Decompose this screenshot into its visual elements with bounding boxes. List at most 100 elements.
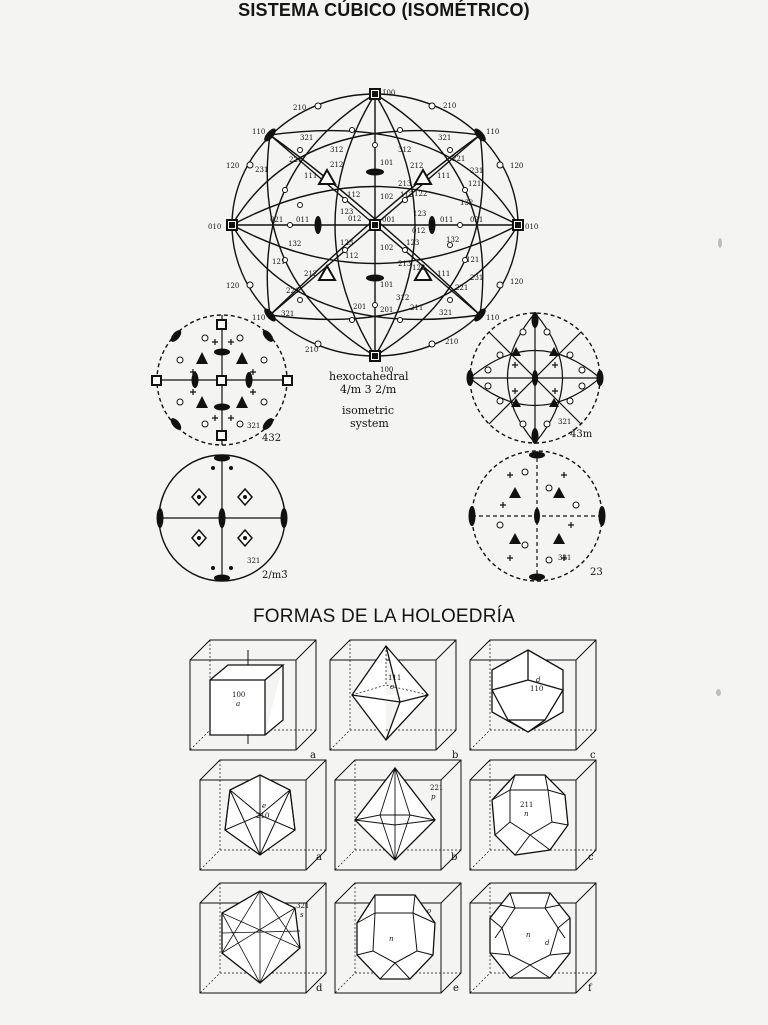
pole-label: 021 — [270, 216, 283, 224]
arc-8 — [374, 93, 484, 316]
point-group-label: 432 — [262, 433, 281, 444]
pole-label: 121 — [468, 180, 481, 188]
svg-text:a: a — [310, 750, 316, 761]
pole-label: 012 — [348, 215, 361, 223]
pole-label: 211 — [410, 304, 423, 312]
pole-label: 210 — [445, 338, 458, 346]
pole-label: 001 — [382, 216, 395, 224]
twofold-axis-icon — [264, 128, 276, 142]
pole-label: 120 — [226, 282, 239, 290]
pole-label: 201 — [380, 306, 393, 314]
svg-text:a: a — [316, 852, 322, 863]
pole-label: 321 — [438, 134, 451, 142]
threefold-axis-icon — [317, 263, 337, 281]
svg-text:221: 221 — [430, 784, 443, 792]
pole-label: 112 — [400, 191, 413, 199]
svg-text:b: b — [451, 852, 457, 863]
pole-label: 121 — [466, 256, 479, 264]
pole-label: 112 — [345, 252, 358, 260]
pole-label: 011 — [296, 216, 309, 224]
stereogram-23: 321 23 — [468, 450, 606, 582]
point-group-label: 23 — [590, 567, 603, 578]
pole-label: 120 — [226, 162, 239, 170]
pole-label: 231 — [255, 166, 268, 174]
svg-text:c: c — [588, 852, 594, 863]
svg-text:110: 110 — [530, 685, 543, 693]
pole-label: 120 — [510, 278, 523, 286]
svg-text:n: n — [526, 931, 531, 939]
twofold-axis-icon — [474, 128, 486, 142]
svg-text:a: a — [236, 700, 240, 708]
form-hexoctahedron: 321 s d — [199, 882, 327, 994]
pole-label: 321 — [300, 134, 313, 142]
pole-label: 123 — [340, 239, 353, 247]
form-combination-e: n o e — [334, 882, 462, 994]
pole-label: 212 — [330, 161, 343, 169]
symmetry-class-symbol: 4/m 3 2/m — [340, 383, 397, 396]
pole-label: 110 — [252, 128, 265, 136]
pole-label: 221 — [289, 156, 302, 164]
pole-label: 111 — [304, 172, 317, 180]
pole-label: 221 — [286, 287, 299, 295]
svg-text:e: e — [453, 983, 459, 994]
svg-text:b: b — [452, 750, 458, 761]
pole-label: 312 — [398, 146, 411, 154]
svg-text:o: o — [390, 683, 394, 691]
stereogram-432: 321 432 — [151, 314, 293, 446]
arc-7 — [266, 93, 376, 316]
pole-label: 210 — [305, 346, 318, 354]
pole-label: 132 — [460, 199, 473, 207]
pole-label: 312 — [396, 294, 409, 302]
form-tetrahexahedron: e 210 a — [199, 759, 327, 871]
form-trisoctahedron: 221 p b — [334, 759, 462, 871]
pole-label: 110 — [486, 314, 499, 322]
system-name: system — [350, 417, 389, 430]
arc-10 — [374, 134, 484, 357]
svg-text:211: 211 — [520, 801, 533, 809]
page-title: SISTEMA CÚBICO (ISOMÉTRICO) — [238, 0, 530, 20]
crystal-forms-figure: 100 a a 111 o b d 110 c e 210 a 221 p b — [189, 639, 597, 994]
arc-9 — [266, 134, 376, 357]
svg-text:n: n — [389, 935, 394, 943]
pole-label: 123 — [340, 208, 353, 216]
twofold-axis-icon — [474, 308, 486, 322]
pole-label: 110 — [486, 128, 499, 136]
scan-speck — [716, 689, 721, 696]
pole-label: 100 — [380, 366, 393, 374]
svg-text:n: n — [524, 810, 529, 818]
pole-label: 321 — [281, 310, 294, 318]
pole-label: 102 — [380, 193, 393, 201]
threefold-axis-icon — [317, 167, 337, 185]
system-name: isometric — [342, 404, 394, 417]
twofold-axis-icon — [264, 308, 276, 322]
pole-label: 132 — [288, 240, 301, 248]
arc-2 — [374, 93, 416, 357]
arc-13 — [231, 224, 481, 321]
point-group-label: 2/m3̄ — [262, 570, 288, 581]
pole-label: 132 — [446, 236, 459, 244]
svg-text:100: 100 — [232, 691, 245, 699]
svg-text:321: 321 — [296, 902, 309, 910]
pole-label: 012 — [412, 227, 425, 235]
svg-text:d: d — [316, 983, 323, 994]
arc-14 — [269, 129, 519, 226]
form-octahedron: 111 o b — [329, 639, 458, 761]
pole-label: 321 — [558, 418, 571, 426]
svg-text:210: 210 — [256, 812, 269, 820]
pole-label: 123 — [406, 239, 419, 247]
pole-label: 321 — [247, 557, 260, 565]
pole-label: 010 — [525, 223, 538, 231]
pole-label: 221 — [452, 155, 465, 163]
threefold-axis-icon — [413, 167, 433, 185]
svg-text:d: d — [536, 676, 541, 684]
pole-label: 221 — [455, 284, 468, 292]
svg-text:e: e — [262, 802, 266, 810]
pole-label: 021 — [470, 216, 483, 224]
arc-11 — [231, 129, 481, 226]
form-dodecahedron: d 110 c — [469, 639, 597, 761]
pole-label: 123 — [413, 210, 426, 218]
pole-label: 122 — [414, 190, 427, 198]
section-title: FORMAS DE LA HOLOEDRÍA — [252, 606, 515, 627]
pole-label: 213 — [398, 180, 411, 188]
pole-label: 321 — [247, 422, 260, 430]
